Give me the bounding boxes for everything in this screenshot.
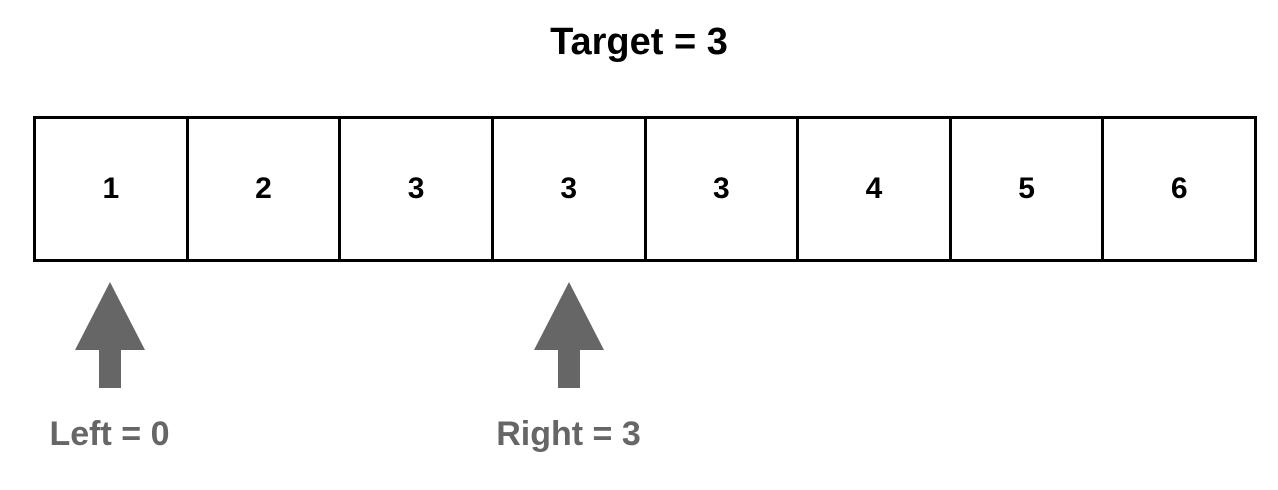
left-pointer-arrow-icon bbox=[74, 282, 145, 388]
right-pointer-arrow-icon bbox=[533, 282, 604, 388]
right-pointer-label: Right = 3 bbox=[496, 415, 641, 453]
array-row: 1 2 3 3 3 4 5 6 bbox=[33, 116, 1257, 262]
array-cell-1: 2 bbox=[189, 119, 342, 259]
array-cell-4: 3 bbox=[647, 119, 800, 259]
array-cell-7: 6 bbox=[1170, 172, 1188, 205]
array-cell-5: 4 bbox=[799, 119, 952, 259]
array-cell-3: 3 bbox=[494, 119, 647, 259]
left-pointer-label: Left = 0 bbox=[49, 415, 170, 453]
array-cell-6: 5 bbox=[952, 119, 1105, 259]
array-cell-2: 3 bbox=[341, 119, 494, 259]
array-cell-0: 1 bbox=[36, 119, 189, 259]
diagram-title: Target = 3 bbox=[550, 21, 728, 63]
